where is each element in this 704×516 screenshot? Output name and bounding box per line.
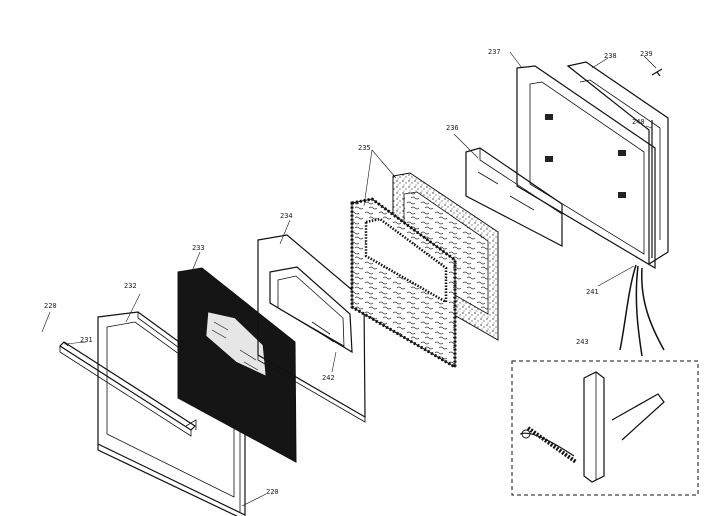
inset-lead-strands xyxy=(619,264,665,357)
callout-240: 240 xyxy=(632,118,645,126)
callout-235: 235 xyxy=(358,144,371,152)
inner-door-liner-237 xyxy=(516,65,656,270)
outer-door-frame-232 xyxy=(97,311,246,516)
callout-239: 239 xyxy=(640,50,653,58)
callout-236: 236 xyxy=(446,124,459,132)
callout-233: 233 xyxy=(192,244,205,252)
callout-241: 241 xyxy=(586,288,599,296)
callout-220-bottom: 220 xyxy=(266,488,279,496)
callout-231: 231 xyxy=(80,336,93,344)
door-handle-231 xyxy=(59,341,197,437)
door-gasket-238 xyxy=(566,61,669,266)
callout-238: 238 xyxy=(604,52,617,60)
leader-lines xyxy=(41,51,657,507)
callout-232: 232 xyxy=(124,282,137,290)
insulation-frame-235 xyxy=(350,172,499,370)
callout-237: 237 xyxy=(488,48,501,56)
callout-220-top: 220 xyxy=(44,302,57,310)
callout-242: 242 xyxy=(322,374,335,382)
screw-239 xyxy=(651,68,663,77)
callout-243: 243 xyxy=(576,338,589,346)
callout-234: 234 xyxy=(280,212,293,220)
hinge-detail-inset-243 xyxy=(511,360,699,496)
inner-door-panel-234 xyxy=(257,234,366,423)
callout-labels: 220 231 232 233 234 235 236 237 238 239 … xyxy=(44,48,653,496)
door-glass-panel-233 xyxy=(177,267,297,463)
